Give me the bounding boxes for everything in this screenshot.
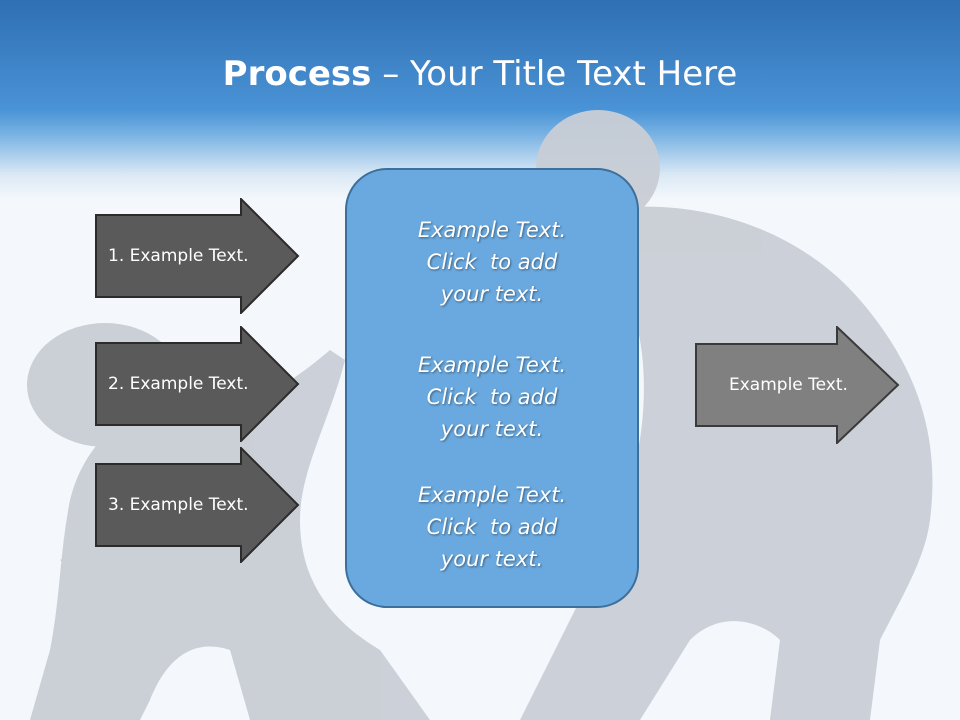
result-arrow[interactable]: Example Text. <box>695 326 900 444</box>
center-text-line: Click to add <box>426 250 558 274</box>
arrow-shape-icon <box>95 447 300 563</box>
center-text-line: your text. <box>440 547 544 571</box>
arrow-shape-icon <box>95 198 300 314</box>
center-text-line: Click to add <box>426 515 558 539</box>
center-text-item-2[interactable]: Example Text. Click to add your text. <box>347 349 637 445</box>
arrow-shape-icon <box>95 326 300 442</box>
step-arrow-label: 2. Example Text. <box>108 374 249 394</box>
center-text-line: your text. <box>440 417 544 441</box>
center-text-item-3[interactable]: Example Text. Click to add your text. <box>347 479 637 575</box>
step-arrow-1[interactable]: 1. Example Text. <box>95 198 300 314</box>
step-arrow-3[interactable]: 3. Example Text. <box>95 447 300 563</box>
title-dash: – <box>371 54 411 94</box>
title-bold: Process <box>222 54 372 94</box>
header-band <box>0 0 960 200</box>
step-arrow-label: 1. Example Text. <box>108 246 249 266</box>
result-arrow-label: Example Text. <box>729 375 848 395</box>
title-rest: Your Title Text Here <box>410 54 738 94</box>
arrow-shape-icon <box>695 326 900 444</box>
center-text-line: Example Text. <box>417 353 567 377</box>
center-text-box[interactable]: Example Text. Click to add your text. Ex… <box>345 168 639 608</box>
page-title: Process – Your Title Text Here <box>0 52 960 96</box>
center-text-line: Click to add <box>426 385 558 409</box>
step-arrow-label: 3. Example Text. <box>108 495 249 515</box>
center-text-line: your text. <box>440 282 544 306</box>
center-text-line: Example Text. <box>417 483 567 507</box>
step-arrow-2[interactable]: 2. Example Text. <box>95 326 300 442</box>
center-text-item-1[interactable]: Example Text. Click to add your text. <box>347 214 637 310</box>
center-text-line: Example Text. <box>417 218 567 242</box>
